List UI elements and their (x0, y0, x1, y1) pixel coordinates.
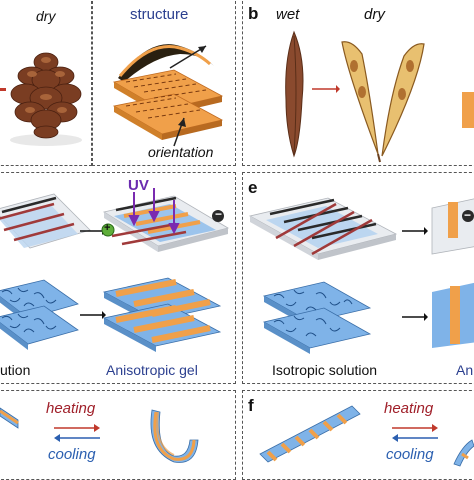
panel-b-label: b (248, 4, 259, 23)
curved-strip-illustration (118, 44, 214, 82)
isotropic-solution-partial-label: ution (0, 362, 31, 378)
minus-terminal: − (215, 207, 223, 221)
isotropic-gel-layers-left (0, 279, 79, 350)
twisted-strip-illustration (259, 405, 361, 463)
heating-cooling-arrows-f (392, 424, 438, 442)
dry-seed-pod-illustration (341, 41, 425, 163)
wet-label: wet (276, 6, 300, 23)
orange-partial-b (462, 92, 474, 128)
panel-a-right-frame (92, 0, 236, 166)
heating-cooling-arrows-g (54, 424, 100, 442)
orientation-label: orientation (148, 144, 214, 160)
heating-label-g: heating (46, 400, 96, 417)
dry-label-a: dry (36, 8, 56, 24)
isotropic-solution-layers (262, 281, 372, 354)
anisotropic-gel-label: Anisotropic gel (106, 362, 198, 378)
uv-label: UV (128, 177, 149, 194)
heating-label-f: heating (384, 400, 434, 417)
structure-label: structure (130, 6, 189, 23)
arrow-e-bottom (402, 313, 428, 321)
wet-seed-pod-illustration (285, 30, 304, 158)
anisotropic-partial-label: Ani (456, 362, 474, 378)
arrow-e-top (402, 227, 428, 235)
cooling-label-f: cooling (386, 446, 434, 463)
plus-terminal: + (104, 222, 111, 234)
panel-b-frame (242, 0, 474, 166)
arrow-d-bottom (80, 311, 106, 319)
cooling-label-g: cooling (48, 446, 96, 463)
grid-electrode-device (248, 197, 398, 260)
panel-a-left-frame (0, 0, 92, 166)
panel-e-label: e (248, 178, 258, 197)
red-arrow-partial (0, 88, 6, 91)
panel-d-frame (0, 172, 236, 384)
panel-f-label: f (248, 396, 254, 415)
dry-label-b: dry (364, 6, 385, 23)
helix-strip-partial (453, 439, 474, 467)
oriented-layers-illustration (112, 69, 224, 147)
gel-partial-e (432, 282, 474, 348)
device-partial-e (431, 198, 474, 255)
panel-e-frame (242, 172, 474, 384)
uv-electrode-device (101, 188, 230, 252)
curled-strip-illustration (150, 409, 199, 463)
isotropic-solution-label: Isotropic solution (272, 362, 378, 378)
electrode-plate-left (0, 193, 91, 249)
flat-strip-partial (0, 407, 19, 429)
minus-terminal-e: − (464, 208, 472, 222)
wet-to-dry-arrow (312, 85, 340, 93)
anisotropic-gel-layers (102, 277, 222, 352)
pine-cone-illustration (10, 52, 82, 146)
